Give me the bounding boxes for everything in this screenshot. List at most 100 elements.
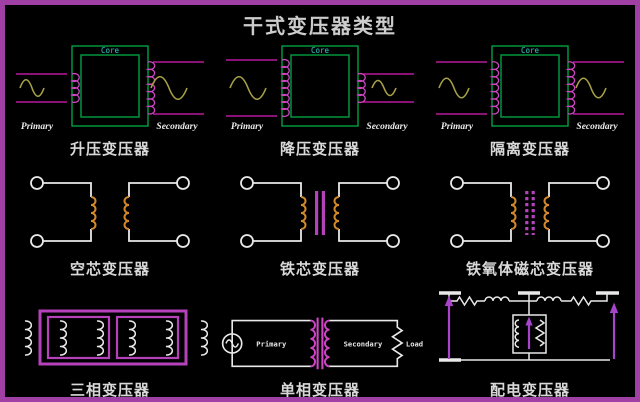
- left-coil: [90, 196, 97, 230]
- isolation-transformer-diagram: Core Primary Secondary: [436, 45, 624, 132]
- core-frame: [491, 45, 569, 127]
- transformer-row-3: 三相变压器 Primary Secondary Load 单相变压器: [5, 289, 635, 399]
- page-title: 干式变压器类型: [243, 16, 397, 38]
- secondary-label: Secondary: [576, 122, 618, 132]
- load-label: Load: [406, 339, 423, 348]
- ac-source-icon: [221, 333, 243, 354]
- output-sine-wave: [575, 77, 607, 99]
- right-coil: [543, 196, 550, 230]
- connecting-wires: [463, 182, 597, 242]
- phase-coils: [24, 320, 209, 356]
- primary-coil: [280, 58, 290, 118]
- arrester-coil: [513, 319, 519, 348]
- cell-distribution: 配电变压器: [425, 289, 635, 399]
- secondary-label: Secondary: [366, 122, 408, 132]
- center-arrow-head: [524, 316, 533, 326]
- arrester-box: [511, 314, 547, 354]
- cell-step-up: Core Primary Secondary 升压变压器: [5, 38, 215, 159]
- ferrite-core-transformer-diagram: [450, 176, 610, 248]
- secondary-coil: [324, 319, 330, 368]
- primary-label: Primary: [256, 339, 287, 348]
- left-coil: [300, 196, 307, 230]
- air-core-transformer-diagram: [30, 176, 190, 248]
- winding-leads: [436, 61, 624, 115]
- coil-box2-right: [165, 320, 174, 356]
- core-outer-rect: [281, 45, 359, 127]
- outer-enclosure: [38, 309, 188, 366]
- caption-single-phase: 单相变压器: [279, 382, 360, 399]
- transformer-row-1: Core Primary Secondary 升压变压器 Core: [5, 38, 635, 159]
- phase-box-1: [46, 315, 111, 360]
- terminal-circles: [30, 176, 190, 248]
- primary-label: Primary: [231, 122, 264, 132]
- coil-box1-right: [96, 320, 105, 356]
- primary-coil: [489, 61, 500, 115]
- step-up-transformer-diagram: Core Primary Secondary: [16, 45, 204, 132]
- voltage-arrows: [444, 295, 618, 359]
- right-coil: [123, 196, 130, 230]
- cell-single-phase: Primary Secondary Load 单相变压器: [215, 289, 425, 399]
- core-label: Core: [311, 46, 330, 55]
- left-line-inductor: [483, 296, 510, 302]
- caption-step-down: 降压变压器: [279, 141, 360, 158]
- step-down-transformer-diagram: Core Primary Secondary: [226, 45, 414, 132]
- terminal-circles: [450, 176, 610, 248]
- input-sine-wave: [19, 78, 45, 98]
- secondary-coil: [356, 72, 366, 104]
- iron-core-transformer-diagram: [240, 176, 400, 248]
- primary-label: Primary: [441, 122, 474, 132]
- caption-iron-core: 铁芯变压器: [279, 261, 360, 278]
- core-frame: [281, 45, 359, 127]
- right-arrow-head: [609, 302, 618, 313]
- cell-air-core: 空芯变压器: [5, 171, 215, 279]
- coil-outside-left: [24, 320, 33, 356]
- cell-step-down: Core Primary Secondary 降压变压器: [215, 38, 425, 159]
- caption-ferrite-core: 铁氧体磁芯变压器: [465, 261, 594, 278]
- single-phase-transformer-diagram: Primary Secondary Load: [221, 317, 423, 370]
- iron-core-bars: [315, 191, 325, 235]
- input-sine-wave: [229, 75, 267, 101]
- cell-ferrite-core: 铁氧体磁芯变压器: [425, 171, 635, 279]
- coil-box1-left: [59, 320, 68, 356]
- winding-leads: [226, 59, 414, 117]
- secondary-coil: [145, 61, 156, 115]
- secondary-loop-with-load-resistor: [329, 319, 404, 368]
- primary-label: Primary: [21, 122, 54, 132]
- core-outer-rect: [71, 45, 149, 127]
- left-arrow-head: [444, 295, 453, 306]
- top-bus-and-ground-line: [439, 294, 610, 361]
- phase-box-2: [115, 315, 180, 360]
- input-sine-wave: [438, 77, 470, 99]
- left-coil: [510, 196, 517, 230]
- core-inner-rect: [80, 54, 140, 118]
- terminal-circles: [240, 176, 400, 248]
- coil-outside-right: [200, 320, 209, 356]
- core-lines: [316, 317, 324, 370]
- cell-iron-core: 铁芯变压器: [215, 171, 425, 279]
- core-inner-rect: [500, 54, 560, 118]
- arrester-resistor: [534, 319, 545, 347]
- three-phase-transformer-diagram: [24, 309, 209, 366]
- bus-terminals: [438, 291, 619, 362]
- arrester-box-outline: [511, 314, 547, 354]
- output-sine-wave: [150, 75, 188, 101]
- right-coil: [333, 196, 340, 230]
- core-outer-rect: [491, 45, 569, 127]
- caption-step-up: 升压变压器: [69, 141, 150, 158]
- distribution-transformer-diagram: [438, 291, 619, 362]
- caption-three-phase: 三相变压器: [69, 382, 150, 399]
- output-sine-wave: [371, 79, 397, 97]
- primary-coil: [70, 72, 80, 104]
- primary-coil: [310, 319, 316, 368]
- right-line-inductor: [535, 296, 562, 302]
- caption-distribution: 配电变压器: [489, 382, 570, 399]
- ferrite-core-dashes: [525, 191, 535, 235]
- core-label: Core: [101, 46, 120, 55]
- secondary-label: Secondary: [344, 339, 383, 348]
- connecting-wires: [43, 182, 177, 242]
- core-frame: [71, 45, 149, 127]
- secondary-label: Secondary: [156, 122, 198, 132]
- cell-three-phase: 三相变压器: [5, 289, 215, 399]
- transformer-row-2: 空芯变压器 铁芯变压器: [5, 171, 635, 279]
- core-inner-rect: [290, 54, 350, 118]
